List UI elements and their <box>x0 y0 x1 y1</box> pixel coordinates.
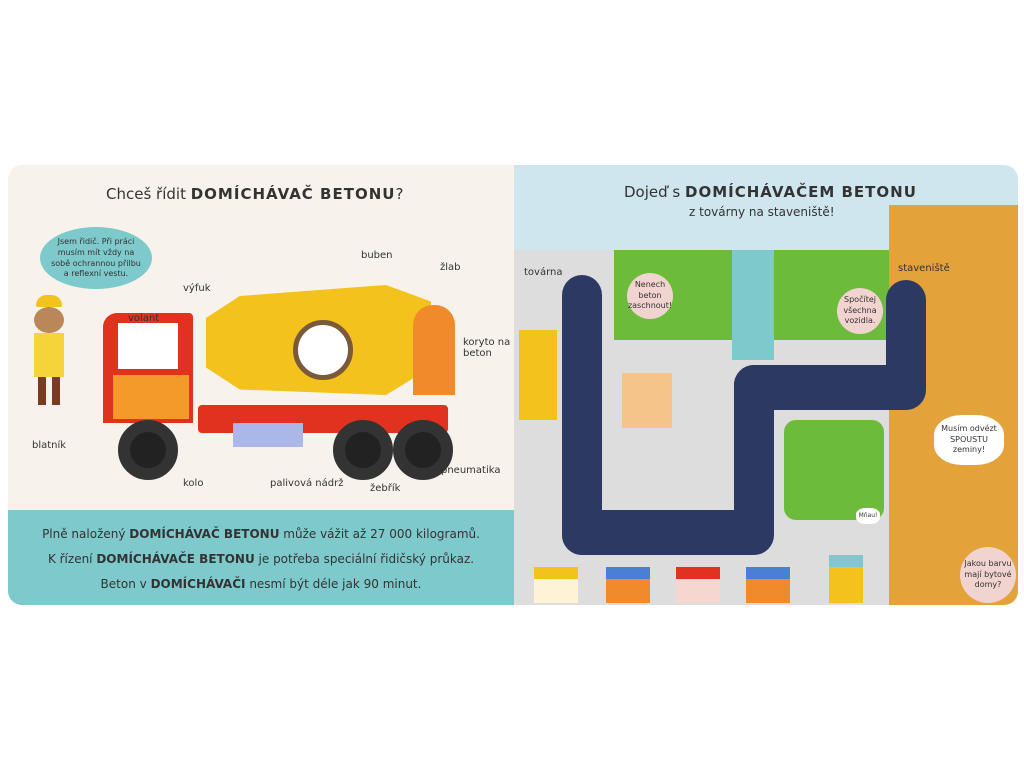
label-ladder: žebřík <box>370 483 401 494</box>
label-drum: buben <box>361 250 393 261</box>
orange-building <box>622 373 672 428</box>
left-title: Chceš řídit DOMÍCHÁVAČ BETONU? <box>106 185 404 203</box>
hint-bubble: Jakou barvu mají bytové domy? <box>960 547 1016 603</box>
right-title: Dojeď s DOMÍCHÁVAČEM BETONU <box>624 183 917 201</box>
tall-building <box>732 250 774 360</box>
hint-bubble: Spočítej všechna vozidla. <box>837 288 883 334</box>
house <box>829 555 863 603</box>
right-subtitle: z továrny na staveniště! <box>689 205 835 219</box>
house <box>746 567 790 603</box>
label-tire: pneumatika <box>441 465 501 476</box>
right-page: Dojeď s DOMÍCHÁVAČEM BETONU z továrny na… <box>514 165 1018 605</box>
house <box>534 567 578 603</box>
fact-line: Plně naložený DOMÍCHÁVAČ BETONU může váž… <box>42 527 480 541</box>
end-label: staveniště <box>898 263 950 274</box>
fact-line: K řízení DOMÍCHÁVAČE BETONU je potřeba s… <box>47 552 475 566</box>
label-chute: žlab <box>440 262 461 273</box>
label-concrete-trough: koryto na beton <box>463 337 511 359</box>
yellow-building <box>519 330 557 420</box>
house <box>606 567 650 603</box>
label-wheel: kolo <box>183 478 204 489</box>
cat-speech-bubble: Mňau! <box>856 508 880 524</box>
hint-bubble: Nenech beton zaschnout! <box>627 273 673 319</box>
playground <box>784 420 884 520</box>
label-fender: blatník <box>32 440 67 451</box>
fact-line: Beton v DOMÍCHÁVAČI nesmí být déle jak 9… <box>100 577 422 591</box>
house <box>676 567 720 603</box>
driver-speech-bubble: Jsem řidič. Při práci musím mít vždy na … <box>40 227 152 289</box>
start-label: továrna <box>524 267 563 278</box>
left-page: Chceš řídit DOMÍCHÁVAČ BETONU? Jsem řidi… <box>8 165 514 605</box>
bear-driver <box>28 295 68 415</box>
speech-bubble: Musím odvézt SPOUSTU zeminy! <box>934 415 1004 465</box>
facts-box: Plně naložený DOMÍCHÁVAČ BETONU může váž… <box>8 510 514 605</box>
label-fuel-tank: palivová nádrž <box>270 478 344 489</box>
label-exhaust: výfuk <box>183 283 211 294</box>
label-steering-wheel: volant <box>128 313 160 324</box>
